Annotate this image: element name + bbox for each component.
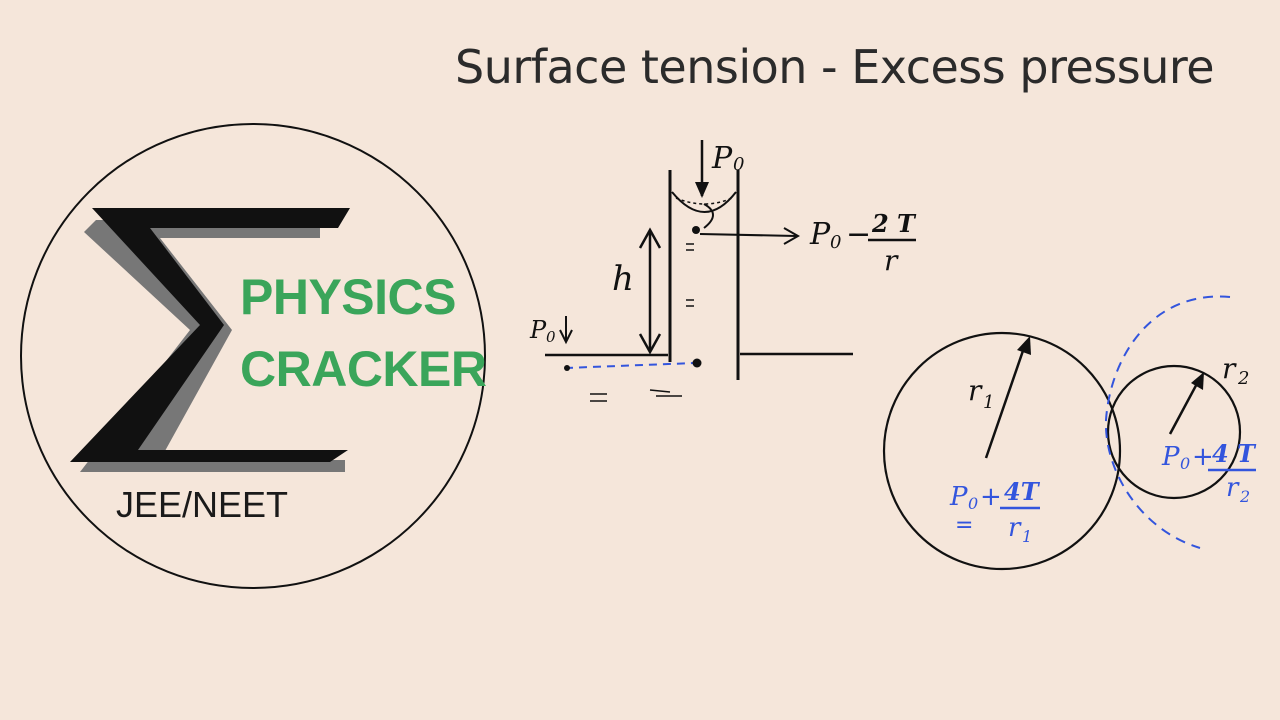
r2-arrow	[1168, 377, 1202, 435]
svg-text:0: 0	[733, 154, 744, 175]
physics-cracker-logo: PHYSICS CRACKER JEE/NEET	[0, 0, 520, 620]
reference-dashed-line	[564, 362, 696, 369]
p0-top-label: P	[711, 141, 733, 176]
point-meniscus	[692, 226, 700, 234]
svg-text:r: r	[1226, 473, 1240, 503]
svg-text:1: 1	[983, 392, 994, 413]
svg-text:0: 0	[546, 328, 556, 346]
svg-text:=: =	[955, 513, 973, 538]
svg-text:+: +	[980, 482, 1002, 512]
svg-text:0: 0	[1180, 454, 1190, 473]
logo-graphic	[20, 123, 486, 589]
svg-text:r: r	[1008, 513, 1022, 543]
meniscus	[671, 191, 737, 213]
sigma-icon	[70, 208, 350, 462]
pressure-numerator: 2 T	[871, 209, 917, 238]
svg-text:1: 1	[1022, 527, 1032, 546]
p0-left-label: P	[529, 316, 547, 344]
svg-text:−: −	[846, 217, 871, 252]
point-outside	[564, 365, 570, 371]
page-title: Surface tension - Excess pressure	[455, 40, 1215, 94]
r1-label: r	[968, 374, 983, 407]
svg-text:0: 0	[968, 494, 978, 513]
logo-subtitle: JEE/NEET	[116, 484, 289, 525]
point-inside-bottom	[692, 358, 702, 368]
interface-dashed-arc	[1104, 295, 1231, 549]
logo-physics: PHYSICS	[240, 269, 457, 325]
small-bubble-pressure: P	[1161, 442, 1180, 472]
height-label: h	[612, 259, 634, 299]
logo-circle	[20, 123, 486, 589]
svg-text:2: 2	[1239, 487, 1250, 506]
svg-text:+: +	[1192, 442, 1214, 472]
logo-cracker: CRACKER	[240, 341, 487, 397]
pressure-pointer-arrow	[699, 233, 797, 237]
svg-text:4 T: 4 T	[1212, 439, 1257, 468]
large-bubble-pressure: P	[949, 482, 968, 512]
pressure-expr: P	[809, 217, 831, 252]
r2-label: r	[1222, 352, 1237, 385]
pressure-denominator: r	[884, 244, 899, 277]
r1-arrow	[984, 341, 1028, 459]
svg-text:0: 0	[830, 232, 841, 253]
large-bubble	[882, 331, 1122, 571]
svg-text:2: 2	[1237, 368, 1249, 389]
small-bubble	[1106, 364, 1242, 500]
svg-text:4T: 4T	[1004, 477, 1041, 506]
